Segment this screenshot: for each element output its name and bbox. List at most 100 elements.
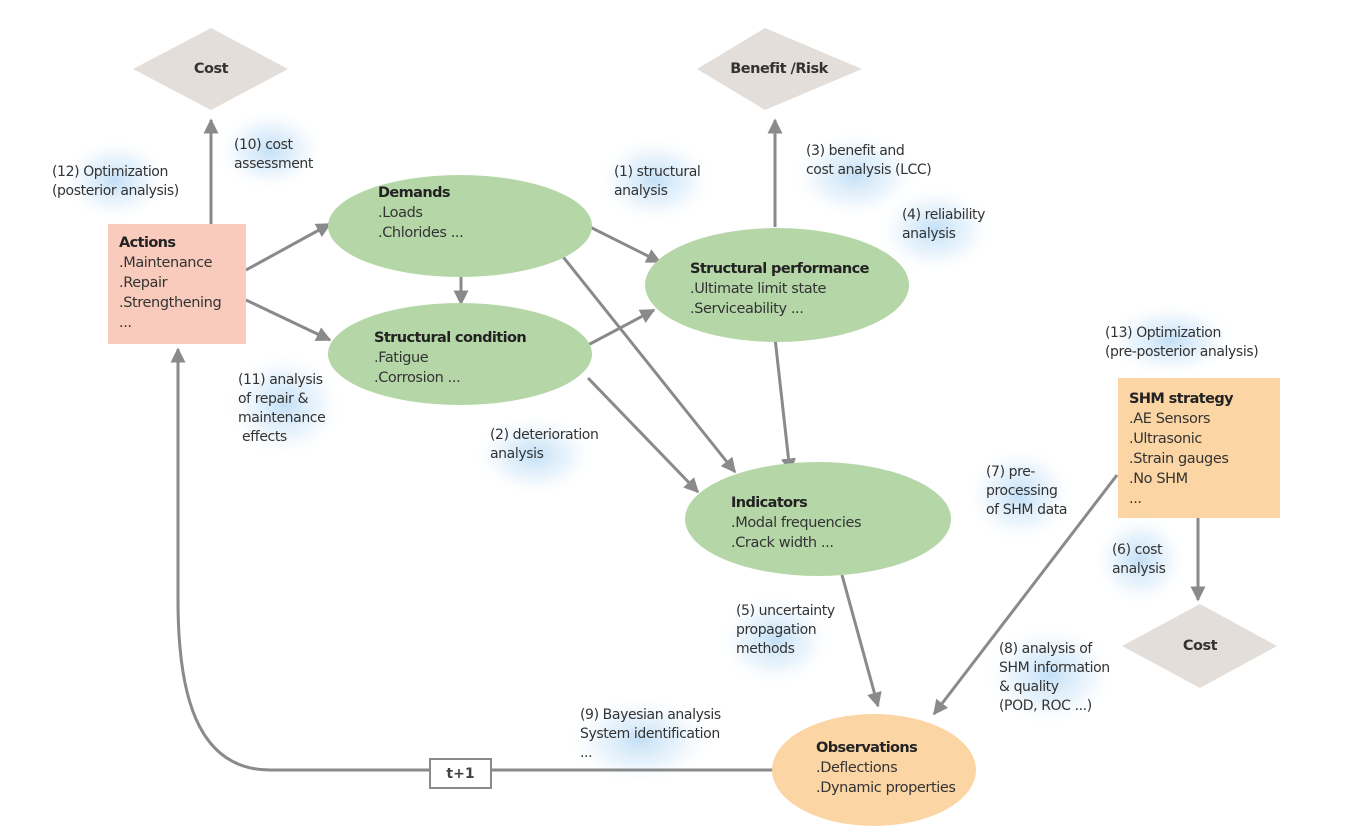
label-line: (posterior analysis)	[52, 183, 179, 199]
label-line: analysis	[490, 446, 544, 462]
label-line: (1) structural	[614, 164, 701, 180]
label-deterioration-analysis: (2) deterioration analysis	[490, 426, 599, 464]
label-line: (11) analysis	[238, 372, 323, 388]
cost-top-diamond	[133, 28, 288, 110]
actions-item: .Strengthening	[119, 295, 222, 311]
arrow-timestep-to-actions	[170, 347, 429, 772]
actions-item: .Repair	[119, 275, 168, 291]
arrow-indicators-to-observations	[840, 574, 882, 708]
arrow-performance-to-indicators	[773, 337, 796, 474]
demands-title: Demands	[378, 185, 451, 201]
structural-condition-node: Structural condition .Fatigue .Corrosion…	[374, 328, 527, 388]
connectors	[170, 118, 1206, 772]
observations-item: .Dynamic properties	[816, 780, 956, 796]
label-line: (8) analysis of	[999, 641, 1092, 657]
indicators-item: .Modal frequencies	[731, 515, 862, 531]
label-line: analysis	[614, 183, 668, 199]
arrow-shm-to-observations	[932, 474, 1119, 716]
label-line: effects	[238, 429, 287, 445]
label-line: analysis	[902, 226, 956, 242]
structural-performance-ellipse	[645, 228, 909, 342]
label-uncertainty-propagation: (5) uncertainty propagation methods	[736, 602, 835, 659]
arrow-demands-to-indicators	[554, 247, 737, 474]
shm-strategy-item: .AE Sensors	[1129, 411, 1211, 427]
label-line: (9) Bayesian analysis	[580, 707, 721, 723]
label-line: (3) benefit and	[806, 143, 905, 159]
label-glows	[60, 108, 1238, 785]
observations-ellipse	[772, 714, 976, 826]
label-line: (5) uncertainty	[736, 603, 835, 619]
cost-top-label: Cost	[193, 61, 229, 77]
arrow-actions-to-demands	[245, 222, 332, 272]
label-line: & quality	[999, 679, 1059, 695]
arrow-actions-to-condition	[245, 298, 332, 342]
label-line: processing	[986, 483, 1058, 499]
benefit-risk-label: Benefit /Risk	[730, 61, 828, 77]
label-line: (2) deterioration	[490, 427, 599, 443]
demands-item: .Loads	[378, 205, 423, 221]
structural-performance-title: Structural performance	[690, 261, 869, 277]
label-line: of repair &	[238, 391, 309, 407]
demands-ellipse	[328, 175, 592, 277]
label-line: (13) Optimization	[1105, 325, 1221, 341]
cost-bottom-diamond	[1122, 604, 1277, 688]
label-cost-analysis: (6) cost analysis	[1112, 541, 1166, 579]
label-line: analysis	[1112, 561, 1166, 577]
structural-performance-item: .Serviceability ...	[690, 301, 804, 317]
indicators-title: Indicators	[731, 495, 808, 511]
shm-strategy-item: ...	[1129, 491, 1142, 507]
label-line: methods	[736, 641, 795, 657]
structural-condition-title: Structural condition	[374, 330, 527, 346]
structural-condition-item: .Corrosion ...	[374, 370, 461, 386]
label-line: cost analysis (LCC)	[806, 162, 932, 178]
label-line: (12) Optimization	[52, 164, 168, 180]
actions-item: ...	[119, 315, 132, 331]
label-line: ...	[580, 745, 593, 761]
indicators-ellipse	[685, 462, 951, 576]
label-bayesian-analysis: (9) Bayesian analysis System identificat…	[580, 706, 721, 763]
structural-condition-ellipse	[328, 303, 592, 405]
structural-condition-item: .Fatigue	[374, 350, 429, 366]
observations-node: Observations .Deflections .Dynamic prope…	[816, 738, 956, 798]
shm-strategy-node: SHM strategy .AE Sensors .Ultrasonic .St…	[1129, 389, 1234, 509]
structural-performance-item: .Ultimate limit state	[690, 281, 827, 297]
label-benefit-cost-analysis: (3) benefit and cost analysis (LCC)	[806, 142, 932, 180]
label-preprocessing: (7) pre- processing of SHM data	[986, 463, 1067, 520]
label-line: (4) reliability	[902, 207, 986, 223]
label-shm-information-analysis: (8) analysis of SHM information & qualit…	[999, 640, 1110, 716]
label-reliability-analysis: (4) reliability analysis	[902, 206, 985, 244]
shm-strategy-box	[1118, 378, 1280, 518]
indicators-node: Indicators .Modal frequencies .Crack wid…	[731, 493, 862, 553]
demands-item: .Chlorides ...	[378, 225, 464, 241]
label-line: assessment	[234, 156, 313, 172]
actions-title: Actions	[119, 235, 176, 251]
label-repair-maintenance-effects: (11) analysis of repair & maintenance ef…	[238, 371, 326, 447]
indicators-item: .Crack width ...	[731, 535, 834, 551]
shm-strategy-item: .Ultrasonic	[1129, 431, 1202, 447]
shm-strategy-item: .Strain gauges	[1129, 451, 1229, 467]
label-line: (POD, ROC ...)	[999, 698, 1092, 714]
cost-bottom-label: Cost	[1182, 638, 1218, 654]
label-posterior-optimization: (12) Optimization (posterior analysis)	[52, 163, 179, 201]
structural-performance-node: Structural performance .Ultimate limit s…	[690, 259, 869, 319]
time-step-box: t+1	[429, 758, 492, 789]
label-line: SHM information	[999, 660, 1110, 676]
actions-node: Actions .Maintenance .Repair .Strengthen…	[119, 233, 222, 333]
label-line: (10) cost	[234, 137, 293, 153]
label-structural-analysis: (1) structural analysis	[614, 163, 701, 201]
shm-strategy-item: .No SHM	[1129, 471, 1188, 487]
arrow-demands-to-performance	[587, 224, 662, 264]
label-line: System identification	[580, 726, 720, 742]
label-cost-assessment: (10) cost assessment	[234, 136, 313, 174]
benefit-risk-diamond	[697, 28, 862, 110]
label-line: of SHM data	[986, 502, 1068, 518]
label-line: (6) cost	[1112, 542, 1163, 558]
label-line: propagation	[736, 622, 817, 638]
observations-item: .Deflections	[816, 760, 898, 776]
actions-item: .Maintenance	[119, 255, 213, 271]
label-preposterior-optimization: (13) Optimization (pre-posterior analysi…	[1105, 324, 1259, 362]
shm-strategy-title: SHM strategy	[1129, 391, 1234, 407]
demands-node: Demands .Loads .Chlorides ...	[378, 183, 464, 243]
arrow-condition-to-indicators	[586, 376, 700, 494]
